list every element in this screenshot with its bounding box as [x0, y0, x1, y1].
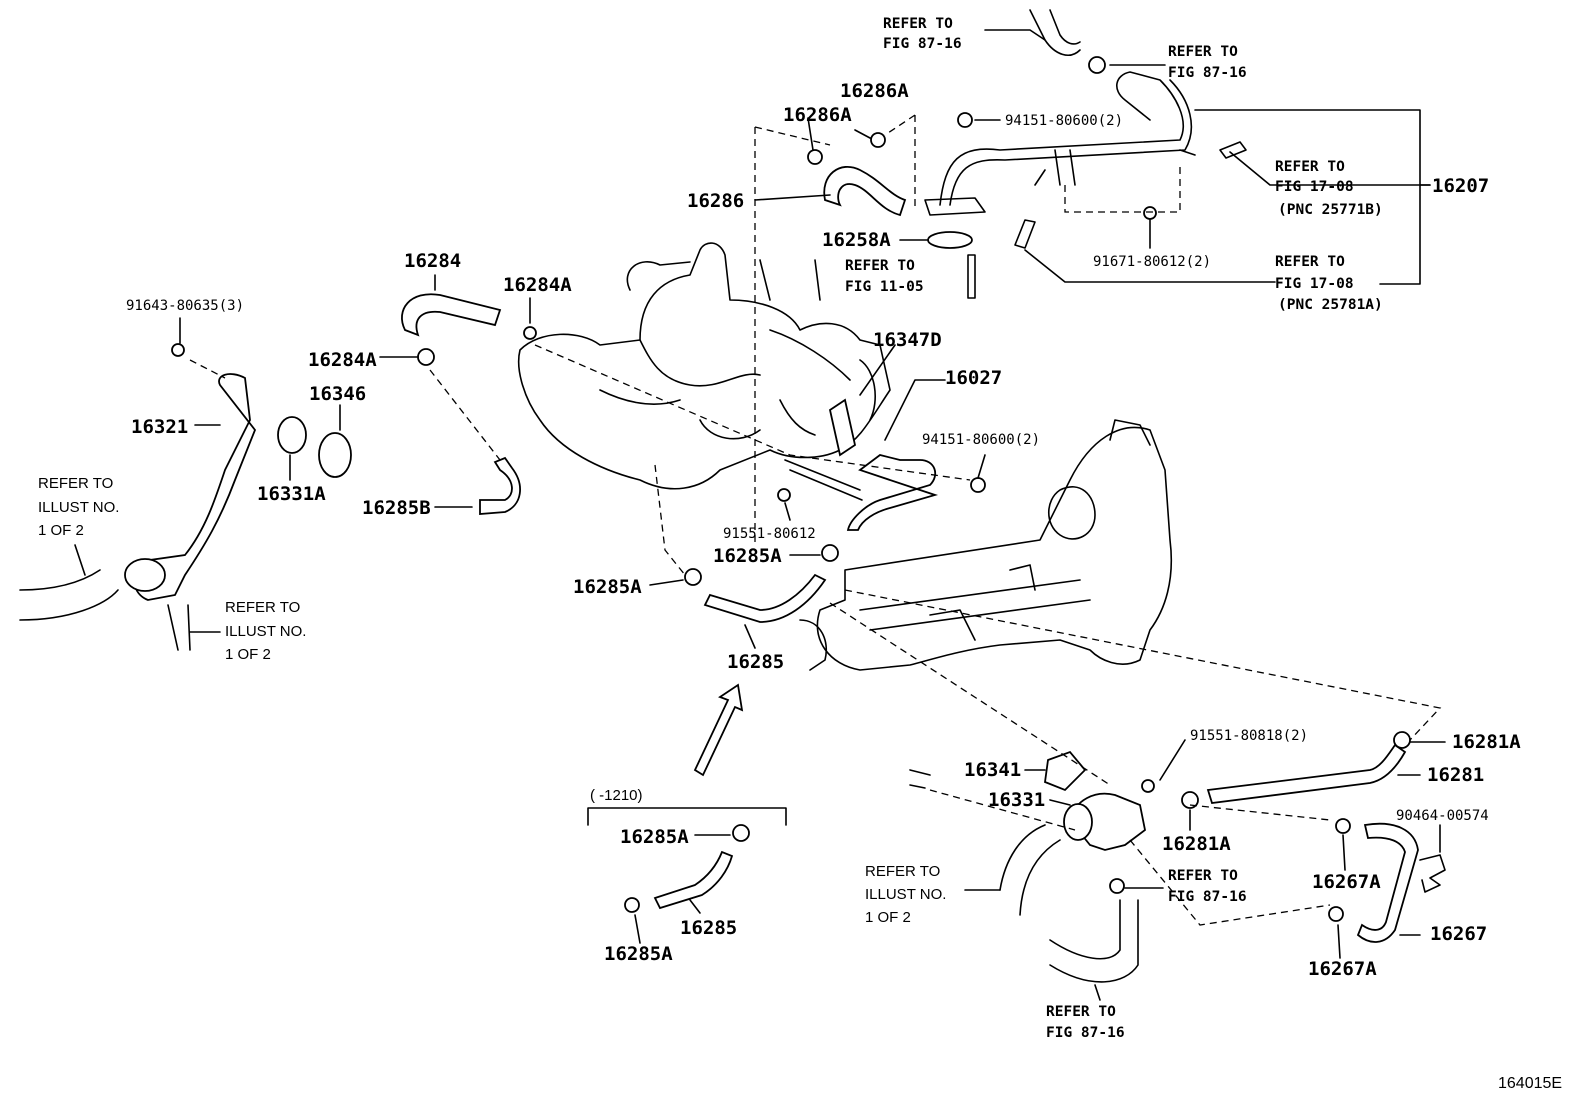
hose-left-small [167, 604, 191, 651]
label-16286A-top: 16286A [840, 80, 909, 102]
stud [967, 254, 976, 299]
ref-top-left-1: REFER TO [883, 16, 953, 32]
gasket-16258A [927, 231, 973, 249]
label-16284A-left: 16284A [308, 349, 377, 371]
hose-upper-small [909, 769, 931, 789]
label-16331A: 16331A [257, 483, 326, 505]
label-16286A: 16286A [783, 104, 852, 126]
label-16347D: 16347D [873, 329, 942, 351]
illust-mid-3: 1 OF 2 [225, 646, 271, 663]
range-bracket [587, 807, 787, 826]
illust-mid-1: REFER TO [225, 599, 300, 616]
up-arrow [693, 683, 744, 777]
pipe-16207 [924, 71, 1196, 216]
hose-16267 [1356, 822, 1419, 943]
ref-1708a-2: FIG 17-08 [1275, 179, 1354, 195]
bracket-16027 [846, 454, 939, 531]
ref-top-right-1: REFER TO [1168, 44, 1238, 60]
illust-bot-2: ILLUST NO. [865, 886, 946, 903]
label-91671: 91671-80612(2) [1093, 254, 1211, 270]
gasket-16341 [1044, 750, 1087, 792]
ref-8716c-2: FIG 87-16 [1168, 889, 1247, 905]
label-16285-a: 16285 [727, 651, 784, 673]
hose-left-big [19, 569, 119, 621]
ref-1708a-3: (PNC 25771B) [1278, 202, 1383, 218]
illust-left-1: REFER TO [38, 475, 113, 492]
label-16267: 16267 [1430, 923, 1487, 945]
label-94151-mid: 94151-80600(2) [922, 432, 1040, 448]
label-16281: 16281 [1427, 764, 1484, 786]
assembly-lines [189, 114, 1442, 926]
pipe-small-right [1219, 141, 1247, 159]
label-91643: 91643-80635(3) [126, 298, 244, 314]
pipe-16027-a [784, 459, 863, 501]
ref-1708b-1: REFER TO [1275, 254, 1345, 270]
label-16284A-right: 16284A [503, 274, 572, 296]
illust-left-2: ILLUST NO. [38, 499, 119, 516]
label-16331: 16331 [988, 789, 1045, 811]
engine-block [517, 242, 891, 490]
hose-bottom-down [1049, 899, 1139, 983]
label-94151-top: 94151-80600(2) [1005, 113, 1123, 129]
label-16285A-c: 16285A [620, 826, 689, 848]
ref-8716d-2: FIG 87-16 [1046, 1025, 1125, 1041]
illust-bot-3: 1 OF 2 [865, 909, 911, 926]
hose-16285-lower [653, 850, 734, 910]
illust-left-3: 1 OF 2 [38, 522, 84, 539]
ref-top-right-2: FIG 87-16 [1168, 65, 1247, 81]
label-16285A-d: 16285A [604, 943, 673, 965]
outlet-port [124, 558, 166, 592]
label-16285B: 16285B [362, 497, 431, 519]
hose-top [1029, 9, 1081, 56]
label-16341: 16341 [964, 759, 1021, 781]
label-16285A-a: 16285A [713, 545, 782, 567]
ref-top-left-2: FIG 87-16 [883, 36, 962, 52]
label-16285-b: 16285 [680, 917, 737, 939]
label-16284: 16284 [404, 250, 461, 272]
hose-16286 [823, 165, 907, 217]
ref-1105-2: FIG 11-05 [845, 279, 924, 295]
label-16286: 16286 [687, 190, 744, 212]
label-16258A: 16258A [822, 229, 891, 251]
label-16285A-b: 16285A [573, 576, 642, 598]
hose-16281 [1206, 743, 1407, 804]
leader-lines [74, 29, 1446, 1001]
hose-bottom-center [999, 824, 1061, 916]
pipe-small-lower [1014, 219, 1036, 249]
label-16207: 16207 [1432, 175, 1489, 197]
label-91551-b: 91551-80818(2) [1190, 728, 1308, 744]
diagram-code: 164015E [1498, 1075, 1562, 1092]
clip-90464 [1419, 854, 1446, 893]
ring-16346 [318, 432, 352, 478]
label-16267A-b: 16267A [1308, 958, 1377, 980]
label-16281A-bottom: 16281A [1162, 833, 1231, 855]
label-16321: 16321 [131, 416, 188, 438]
label-16267A-a: 16267A [1312, 871, 1381, 893]
illust-bot-1: REFER TO [865, 863, 940, 880]
label-90464: 90464-00574 [1396, 808, 1489, 824]
thermostat-16331A [277, 416, 307, 454]
inlet-port [1063, 803, 1093, 841]
hose-16285-center [703, 573, 827, 623]
ref-1105-1: REFER TO [845, 258, 915, 274]
ref-1708b-3: (PNC 25781A) [1278, 297, 1383, 313]
clamps [171, 56, 1411, 922]
ref-1708a-1: REFER TO [1275, 159, 1345, 175]
label-16346: 16346 [309, 383, 366, 405]
label-16027: 16027 [945, 367, 1002, 389]
ref-8716d-1: REFER TO [1046, 1004, 1116, 1020]
hose-16284 [401, 293, 502, 337]
range-label: ( -1210) [590, 787, 643, 804]
label-91551-a: 91551-80612 [723, 526, 816, 542]
hose-16285B [479, 456, 521, 515]
ref-1708b-2: FIG 17-08 [1275, 276, 1354, 292]
intake-manifold [799, 419, 1173, 671]
ref-8716c-1: REFER TO [1168, 868, 1238, 884]
gasket-16347D [828, 398, 857, 457]
illust-mid-2: ILLUST NO. [225, 623, 306, 640]
label-16281A-right: 16281A [1452, 731, 1521, 753]
